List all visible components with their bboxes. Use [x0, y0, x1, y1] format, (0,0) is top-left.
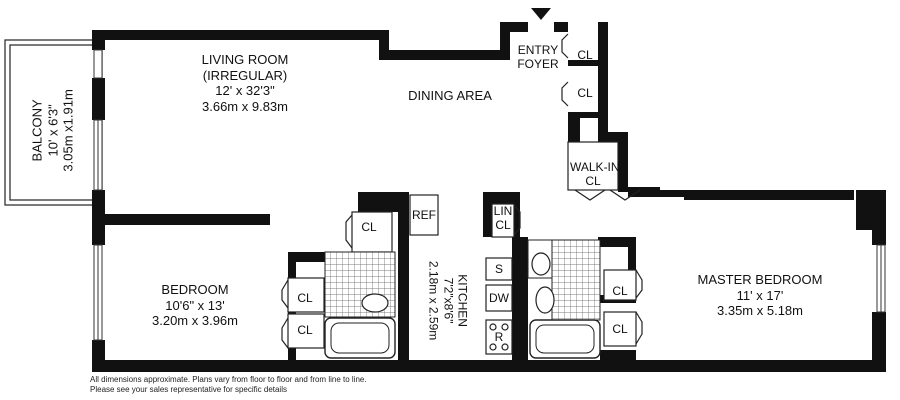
windows [93, 49, 886, 341]
living-room-dim-m: 3.66m x 9.83m [202, 98, 288, 114]
balcony-label: BALCONY 10' x 6'3" 3.05m x1.91m [30, 65, 77, 195]
walk-in-closet-label: WALK-IN CL [570, 160, 620, 189]
bathroom-right [527, 239, 601, 359]
kitchen-dim-ft: 7'2"x8'6" [441, 277, 456, 324]
closets [287, 141, 637, 349]
refrigerator-label: REF [412, 208, 436, 222]
bedroom-name: BEDROOM [161, 282, 229, 297]
sink-label: S [494, 262, 503, 276]
closet-label-master-upper: CL [612, 284, 628, 298]
master-bedroom-dim-m: 3.35m x 5.18m [717, 303, 803, 319]
living-room-name: LIVING ROOM [201, 52, 289, 67]
balcony-dim-m: 3.05m x1.91m [60, 89, 76, 172]
lin-cl-line1: LIN [493, 204, 513, 218]
dishwasher-label: DW [489, 291, 509, 305]
master-bedroom-label: MASTER BEDROOM 11' x 17' 3.35m x 5.18m [690, 272, 830, 319]
kitchen-label: KITCHEN 7'2"x8'6" 2.18m x 2.59m [426, 248, 470, 354]
linen-closet-label: LIN CL [492, 204, 514, 233]
living-room-dim-ft: 12' x 32'3" [215, 83, 275, 99]
dining-area-label: DINING AREA [400, 88, 500, 104]
range-label: R [494, 330, 504, 344]
closet-doors [281, 33, 643, 349]
master-bedroom-name: MASTER BEDROOM [697, 272, 823, 287]
kitchen-appliances [409, 194, 513, 355]
walk-in-line2: CL [585, 174, 601, 189]
dining-area-name: DINING AREA [408, 88, 492, 103]
closet-label-master-lower: CL [612, 322, 628, 336]
entry-foyer-label: ENTRY FOYER [513, 43, 563, 72]
bedroom-dim-m: 3.20m x 3.96m [152, 313, 238, 329]
closet-label-bedroom-upper: CL [297, 291, 313, 305]
disclaimer-line1: All dimensions approximate. Plans vary f… [90, 375, 367, 384]
disclaimer-line2: Please see your sales representative for… [90, 384, 287, 394]
living-room-label: LIVING ROOM (IRREGULAR) 12' x 32'3" 3.66… [195, 52, 295, 114]
closet-label-hall: CL [361, 220, 377, 234]
walk-in-line1: WALK-IN [570, 160, 620, 174]
lin-cl-line2: CL [495, 218, 511, 233]
entry-foyer-line1: ENTRY [517, 43, 559, 57]
entry-foyer-line2: FOYER [517, 57, 559, 72]
living-room-note: (IRREGULAR) [202, 67, 288, 83]
entry-arrow-icon [531, 8, 551, 20]
balcony-dim-ft: 10' x 6'3" [45, 104, 61, 157]
balcony-name: BALCONY [29, 99, 45, 162]
bedroom-label: BEDROOM 10'6" x 13' 3.20m x 3.96m [140, 282, 250, 329]
bathroom-left [324, 251, 396, 359]
kitchen-name: KITCHEN [455, 274, 470, 327]
bedroom-dim-ft: 10'6" x 13' [165, 297, 225, 313]
closet-label-bedroom-lower: CL [297, 323, 313, 337]
master-bedroom-dim-ft: 11' x 17' [736, 287, 784, 303]
kitchen-dim-m: 2.18m x 2.59m [426, 260, 441, 341]
closet-label-foyer-upper: CL [577, 48, 593, 62]
closet-label-foyer-lower: CL [577, 86, 593, 100]
walls [92, 22, 886, 372]
disclaimer: All dimensions approximate. Plans vary f… [90, 375, 367, 394]
